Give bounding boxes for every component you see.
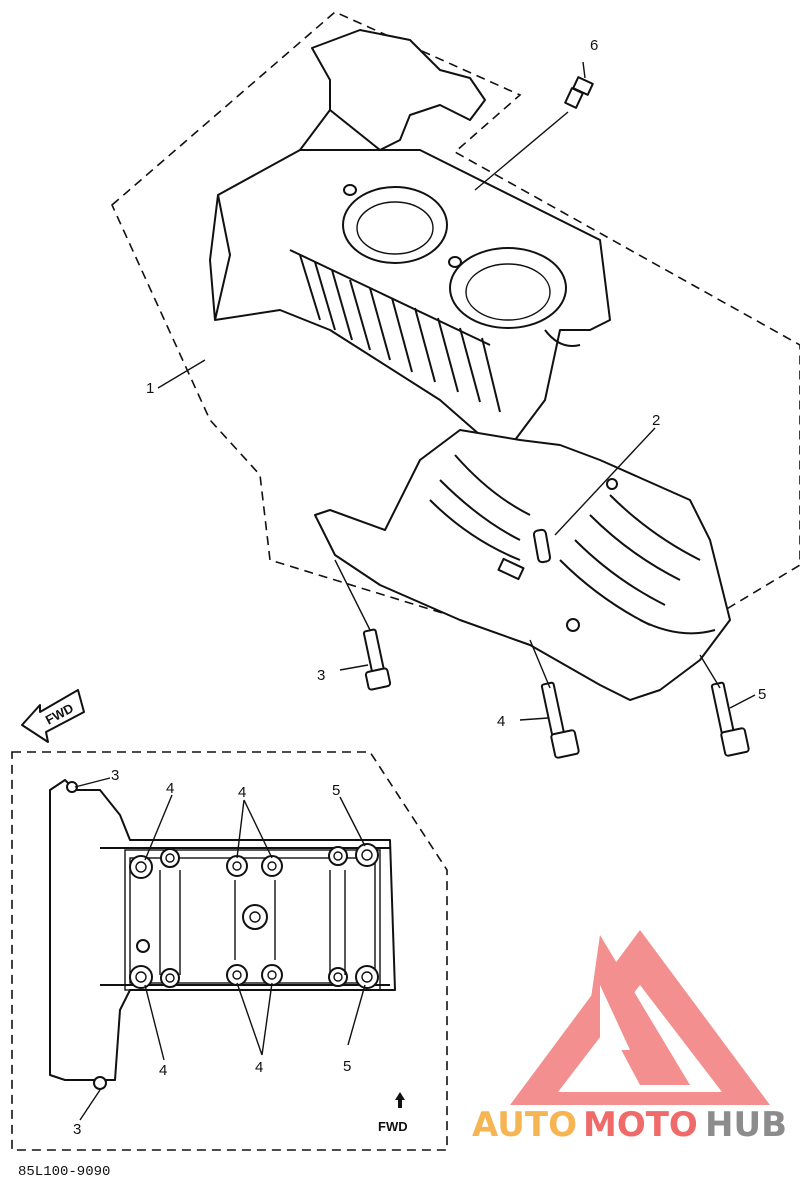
leader-1 xyxy=(157,359,206,389)
inset-callout-3-bottom: 3 xyxy=(73,1121,81,1138)
callout-6: 6 xyxy=(590,37,598,54)
watermark-logo xyxy=(510,930,770,1105)
inset-bolt-bosses xyxy=(66,781,379,1090)
watermark-auto: AUTO xyxy=(472,1105,577,1145)
callout-4: 4 xyxy=(497,713,505,730)
watermark-hub: HUB xyxy=(705,1105,787,1145)
cylinder-bore-right xyxy=(449,247,567,329)
inset-callout-4-bottom-left: 4 xyxy=(159,1062,167,1079)
fwd-arrow-icon: FWD xyxy=(21,689,85,743)
cylinder-bore-left xyxy=(342,186,448,264)
inset-callout-5-bottom: 5 xyxy=(343,1058,351,1075)
inset-callout-4-top-left: 4 xyxy=(166,780,174,797)
bolt-part-3 xyxy=(334,559,392,691)
inset-fwd-label: FWD xyxy=(378,1119,408,1134)
inset-bottom-view: 3 4 4 5 4 4 5 3 FWD xyxy=(11,751,448,1151)
inset-fwd-arrow-icon xyxy=(395,1092,405,1108)
bolt-part-4 xyxy=(519,639,580,759)
dowel-pin-part-2 xyxy=(532,427,656,564)
callout-3: 3 xyxy=(317,667,325,684)
inset-callout-4-top-center: 4 xyxy=(238,784,246,801)
assembly-boundary xyxy=(111,11,800,656)
callout-1: 1 xyxy=(146,380,154,397)
lower-crankcase xyxy=(314,429,731,701)
inset-boundary xyxy=(11,751,448,1151)
watermark-text: AUTO MOTO HUB xyxy=(472,1105,787,1145)
inset-callout-4-bottom-center: 4 xyxy=(255,1059,263,1076)
callout-2: 2 xyxy=(652,412,660,429)
plug-part-6 xyxy=(474,61,594,191)
inset-callout-3-top: 3 xyxy=(111,767,119,784)
bolt-part-5 xyxy=(699,654,756,757)
inset-callout-5-top: 5 xyxy=(332,782,340,799)
watermark-moto: MOTO xyxy=(583,1105,698,1145)
cooling-fins xyxy=(289,249,501,413)
callout-5: 5 xyxy=(758,686,766,703)
diagram-code: 85L100-9090 xyxy=(18,1164,110,1180)
upper-crankcase xyxy=(209,29,611,441)
